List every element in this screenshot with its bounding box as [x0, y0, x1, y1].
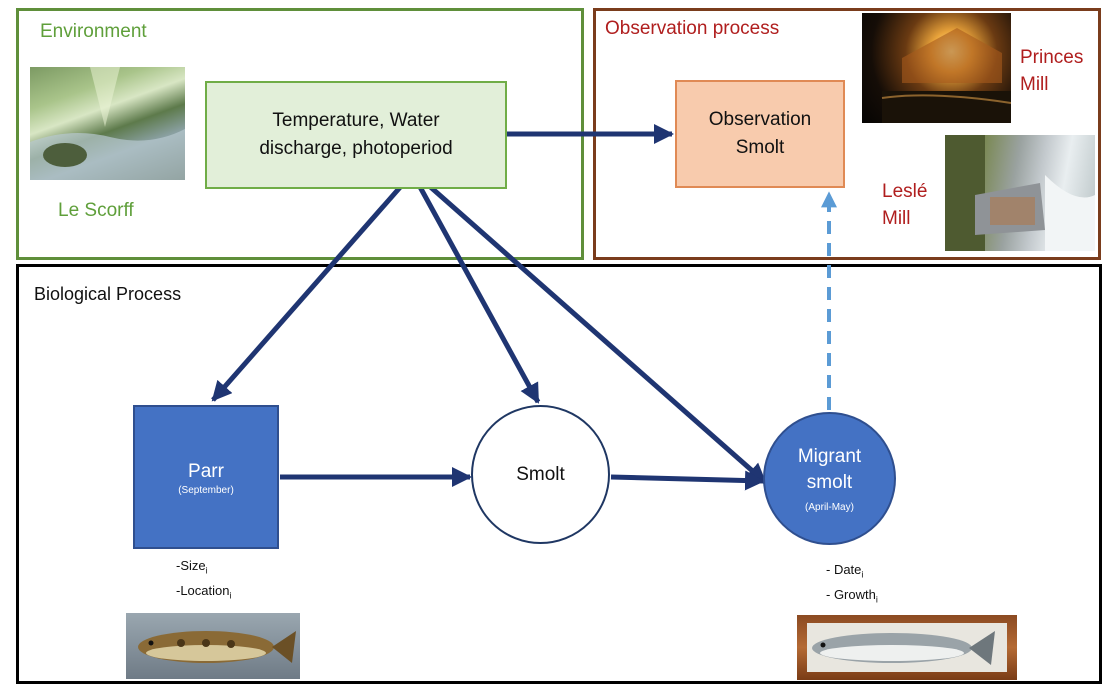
arrow-env-to-smolt — [411, 174, 541, 404]
parr-season: (September) — [178, 484, 234, 496]
parr-fish-photo — [126, 613, 300, 679]
migrant-attr-date: - Datei — [826, 562, 864, 580]
parr-attr-size: -Sizei — [176, 558, 208, 576]
river-photo — [30, 67, 185, 180]
site-le-scorff: Le Scorff — [58, 200, 134, 221]
environment-node: Temperature, Water discharge, photoperio… — [205, 81, 507, 189]
migrant-attr-growth: - Growthi — [826, 586, 878, 605]
mill-trap-photo — [945, 135, 1095, 251]
arrow-smolt-to-migrant — [610, 470, 765, 491]
site-princes-mill: Princes Mill — [1020, 44, 1083, 98]
arrow-env-to-migrant — [416, 174, 767, 484]
migrant-smolt-fish-photo — [797, 615, 1017, 680]
lesle-line2: Mill — [882, 208, 911, 229]
environment-node-line1: Temperature, Water — [272, 110, 440, 131]
observation-node: Observation Smolt — [675, 80, 845, 188]
smolt-node: Smolt — [471, 405, 610, 544]
migrant-label-line1: Migrant — [797, 446, 862, 467]
mill-night-photo — [862, 13, 1011, 123]
migrant-attributes: - Datei - Growthi — [826, 560, 878, 609]
lesle-line1: Leslé — [882, 181, 928, 202]
environment-title: Environment — [40, 21, 147, 42]
migrant-season: (April-May) — [805, 502, 854, 513]
migrant-smolt-node: Migrant smolt (April-May) — [763, 412, 896, 545]
observation-node-line2: Smolt — [735, 137, 785, 158]
biological-title: Biological Process — [34, 284, 182, 304]
arrow-env-to-parr — [211, 174, 412, 402]
observation-title: Observation process — [605, 18, 780, 39]
environment-node-line2: discharge, photoperiod — [259, 138, 453, 159]
smolt-label: Smolt — [516, 463, 565, 485]
parr-node: Parr (September) — [133, 405, 279, 549]
princes-line1: Princes — [1020, 47, 1084, 68]
site-lesle-mill: Leslé Mill — [882, 178, 927, 232]
princes-line2: Mill — [1020, 74, 1049, 95]
biological-panel — [16, 264, 1102, 684]
observation-node-line1: Observation — [708, 109, 812, 130]
parr-label: Parr — [188, 460, 224, 482]
parr-attributes: -Sizei -Locationi — [176, 556, 231, 605]
migrant-label-line2: smolt — [806, 472, 853, 493]
parr-attr-location: -Locationi — [176, 582, 232, 601]
